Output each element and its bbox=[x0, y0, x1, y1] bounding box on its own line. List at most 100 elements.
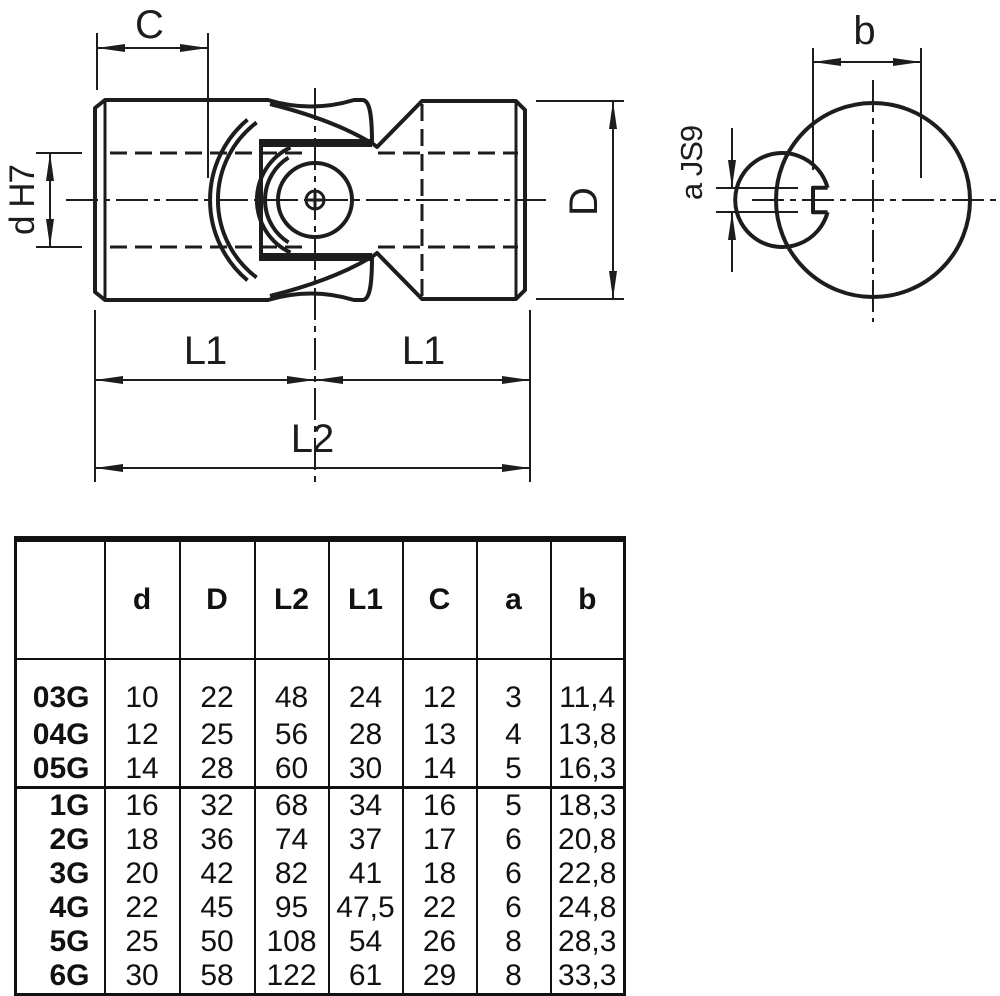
table-row: 03G 10 22 48 24 12 3 11,4 bbox=[16, 659, 625, 718]
keyway bbox=[811, 185, 828, 215]
row-label: 6G bbox=[49, 959, 90, 992]
row-label: 4G bbox=[49, 891, 90, 924]
table-cell: 61 bbox=[327, 959, 403, 995]
table-row: 2G 18 36 74 37 17 6 20,8 bbox=[16, 823, 625, 857]
row-label: 3G bbox=[49, 857, 90, 890]
row-label: 5G bbox=[49, 925, 90, 958]
spider-block bbox=[259, 139, 372, 261]
table-cell: 14 bbox=[401, 752, 477, 788]
table-cell: 6 bbox=[475, 891, 551, 925]
table-cell: 18 bbox=[103, 823, 180, 857]
table-cell: 34 bbox=[327, 786, 403, 823]
table-cell: 3 bbox=[475, 659, 551, 718]
header-cell-b: b bbox=[549, 539, 625, 660]
table-cell: 6 bbox=[475, 823, 551, 857]
table-cell: 14 bbox=[103, 752, 180, 788]
table-cell: 16,3 bbox=[549, 752, 625, 788]
yoke-cup-arcs bbox=[208, 102, 370, 298]
table-cell: 18,3 bbox=[549, 786, 625, 823]
table-cell: 22 bbox=[401, 891, 477, 925]
hidden-bore-lines bbox=[110, 104, 518, 296]
table-cell: 36 bbox=[178, 823, 255, 857]
outer-circle bbox=[774, 101, 972, 299]
table-cell: 8 bbox=[475, 925, 551, 959]
table-cell: 24,8 bbox=[549, 891, 625, 925]
end-view-drawing bbox=[733, 80, 997, 322]
header-cell-empty bbox=[15, 539, 105, 660]
table-cell: 20,8 bbox=[549, 823, 625, 857]
table-cell: 8 bbox=[475, 959, 551, 995]
table-row: 5G 25 50 108 54 26 8 28,3 bbox=[16, 925, 625, 959]
table-cell: 82 bbox=[253, 857, 329, 891]
table-cell: 60 bbox=[253, 752, 329, 788]
table-cell: 28,3 bbox=[549, 925, 625, 959]
table-cell: 22 bbox=[178, 659, 255, 718]
header-cell-d: d bbox=[103, 539, 180, 660]
side-view-dimensions bbox=[36, 33, 624, 482]
dim-label-d-h7: d H7 bbox=[3, 165, 42, 235]
table-cell: 16 bbox=[103, 786, 180, 823]
table-cell: 41 bbox=[327, 857, 403, 891]
dim-label-b: b bbox=[853, 9, 874, 53]
dim-label-a-js9: a JS9 bbox=[674, 126, 709, 200]
dim-label-l1-right: L1 bbox=[402, 329, 445, 373]
row-label: 04G bbox=[32, 718, 90, 751]
table-cell: 95 bbox=[253, 891, 329, 925]
table-cell: 48 bbox=[253, 659, 329, 718]
table-cell: 10 bbox=[103, 659, 180, 718]
table-cell: 122 bbox=[253, 959, 329, 995]
table-cell: 26 bbox=[401, 925, 477, 959]
table-cell: 50 bbox=[178, 925, 255, 959]
table-cell: 28 bbox=[178, 752, 255, 788]
dim-label-big-d: D bbox=[562, 188, 606, 216]
header-cell-a: a bbox=[475, 539, 551, 660]
pin-and-ball bbox=[276, 161, 354, 239]
table-cell: 74 bbox=[253, 823, 329, 857]
table-header: d D L2 L1 C a b bbox=[15, 539, 625, 660]
table-cell: 56 bbox=[253, 718, 329, 752]
header-cell-c: C bbox=[401, 539, 477, 660]
row-label: 1G bbox=[15, 786, 105, 823]
header-cell-l2: L2 bbox=[253, 539, 329, 660]
table-row: 04G 12 25 56 28 13 4 13,8 bbox=[16, 718, 625, 752]
table-cell: 24 bbox=[327, 659, 403, 718]
table-cell: 5 bbox=[475, 752, 551, 788]
table-cell: 54 bbox=[327, 925, 403, 959]
table-cell: 22,8 bbox=[549, 857, 625, 891]
table-cell: 33,3 bbox=[549, 959, 625, 995]
row-label: 03G bbox=[32, 681, 90, 714]
table-cell: 22 bbox=[103, 891, 180, 925]
table-header-row: d D L2 L1 C a b bbox=[15, 539, 625, 660]
table-cell: 108 bbox=[253, 925, 329, 959]
table-cell: 68 bbox=[253, 786, 329, 823]
dimensions-table: d D L2 L1 C a b 03G 10 22 48 24 12 3 11,… bbox=[14, 536, 626, 996]
end-view-center-lines bbox=[752, 80, 997, 322]
table-size-group-large: 1G 16 32 68 34 16 5 18,3 2G 18 36 74 37 … bbox=[15, 786, 625, 995]
table-cell: 20 bbox=[103, 857, 180, 891]
table-cell: 13,8 bbox=[549, 718, 625, 752]
table-cell: 6 bbox=[475, 857, 551, 891]
table-row: 6G 30 58 122 61 29 8 33,3 bbox=[16, 959, 625, 995]
table-row: 3G 20 42 82 41 18 6 22,8 bbox=[16, 857, 625, 891]
table-cell: 17 bbox=[401, 823, 477, 857]
table-cell: 42 bbox=[178, 857, 255, 891]
table-row: 1G 16 32 68 34 16 5 18,3 bbox=[15, 786, 625, 823]
table-cell: 5 bbox=[475, 786, 551, 823]
table-size-group-small: 03G 10 22 48 24 12 3 11,4 04G 12 25 56 2… bbox=[16, 659, 625, 788]
table-row: 4G 22 45 95 47,5 22 6 24,8 bbox=[16, 891, 625, 925]
table-cell: 16 bbox=[401, 786, 477, 823]
bore-circle bbox=[733, 151, 830, 249]
table-cell: 13 bbox=[401, 718, 477, 752]
technical-drawing: C d H7 D L1 L1 L2 b a JS9 bbox=[3, 3, 997, 482]
table-cell: 4 bbox=[475, 718, 551, 752]
header-cell-l1: L1 bbox=[327, 539, 403, 660]
dim-label-l1-left: L1 bbox=[184, 329, 227, 373]
table-cell: 30 bbox=[103, 959, 180, 995]
dim-label-l2: L2 bbox=[291, 417, 334, 461]
row-label: 2G bbox=[49, 823, 90, 856]
table-cell: 25 bbox=[103, 925, 180, 959]
table-cell: 45 bbox=[178, 891, 255, 925]
row-label: 05G bbox=[32, 752, 90, 785]
table-cell: 28 bbox=[327, 718, 403, 752]
